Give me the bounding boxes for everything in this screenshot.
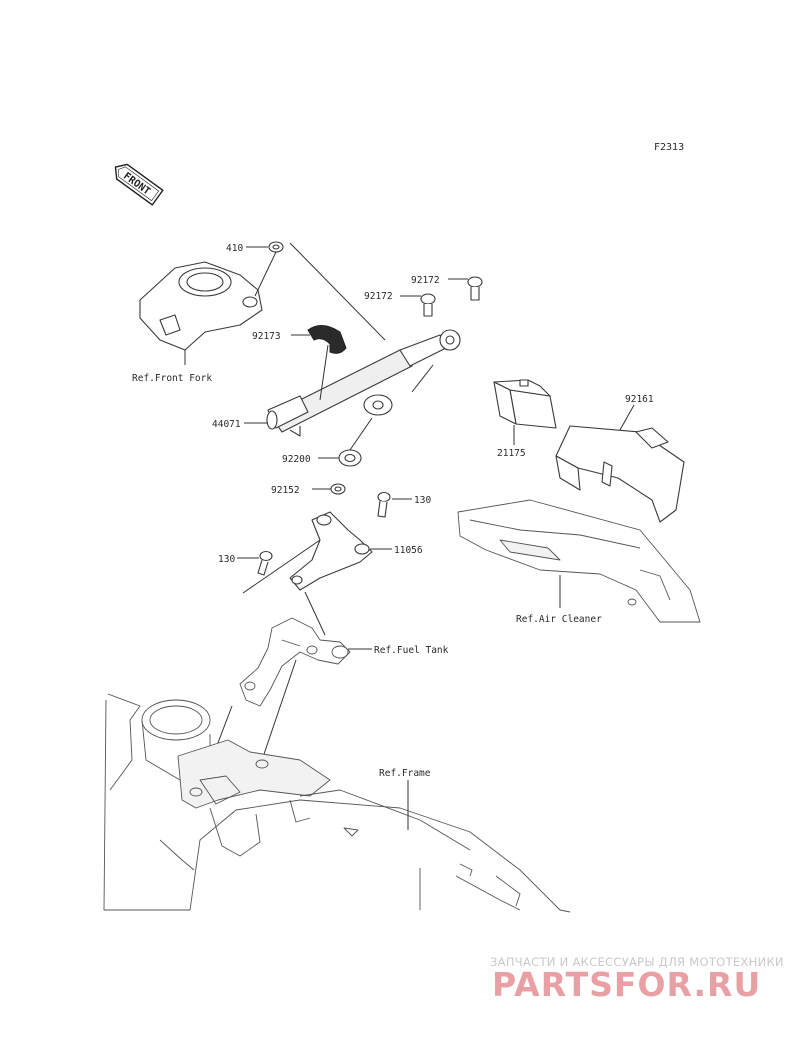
bolt-130-a (377, 491, 391, 518)
frame (103, 693, 571, 913)
part-label-92173: 92173 (252, 331, 281, 342)
bolt-92172-a (467, 276, 483, 301)
air-cleaner-housing (457, 499, 701, 623)
part-label-410: 410 (226, 243, 243, 254)
bolt-130-b (257, 550, 273, 576)
part-label-92172-a: 92172 (411, 275, 440, 286)
washer-410 (268, 241, 284, 253)
part-label-130-a: 130 (414, 495, 431, 506)
figure-code: F2313 (654, 142, 684, 153)
ref-frame-label: Ref.Frame (379, 768, 431, 779)
front-arrow-icon: FRONT (114, 163, 164, 206)
rubber-92173 (307, 325, 347, 354)
part-label-21175: 21175 (497, 448, 526, 459)
part-label-44071: 44071 (212, 419, 241, 430)
ref-fuel-tank-label: Ref.Fuel Tank (374, 645, 449, 656)
part-label-92172-b: 92172 (364, 291, 393, 302)
part-label-92161: 92161 (625, 394, 654, 405)
bracket-11056 (289, 511, 373, 591)
front-fork-bracket (139, 261, 263, 365)
cover-92161 (555, 425, 685, 523)
part-label-11056: 11056 (394, 545, 423, 556)
part-label-92200: 92200 (282, 454, 311, 465)
part-label-92152: 92152 (271, 485, 300, 496)
washer-92200 (338, 449, 362, 467)
ref-front-fork-label: Ref.Front Fork (132, 373, 212, 384)
watermark-subtitle: ЗАПЧАСТИ И АКСЕССУАРЫ ДЛЯ МОТОТЕХНИКИ (490, 955, 784, 969)
steering-damper-44071 (266, 329, 461, 437)
part-label-130-b: 130 (218, 554, 235, 565)
fuel-tank-bracket (239, 617, 351, 707)
nut-92152 (330, 483, 346, 495)
connector-21175 (493, 379, 557, 429)
watermark-brand: PARTSFOR.RU (492, 965, 761, 1004)
ref-air-cleaner-label: Ref.Air Cleaner (516, 614, 602, 625)
bolt-92172-b (420, 293, 436, 317)
